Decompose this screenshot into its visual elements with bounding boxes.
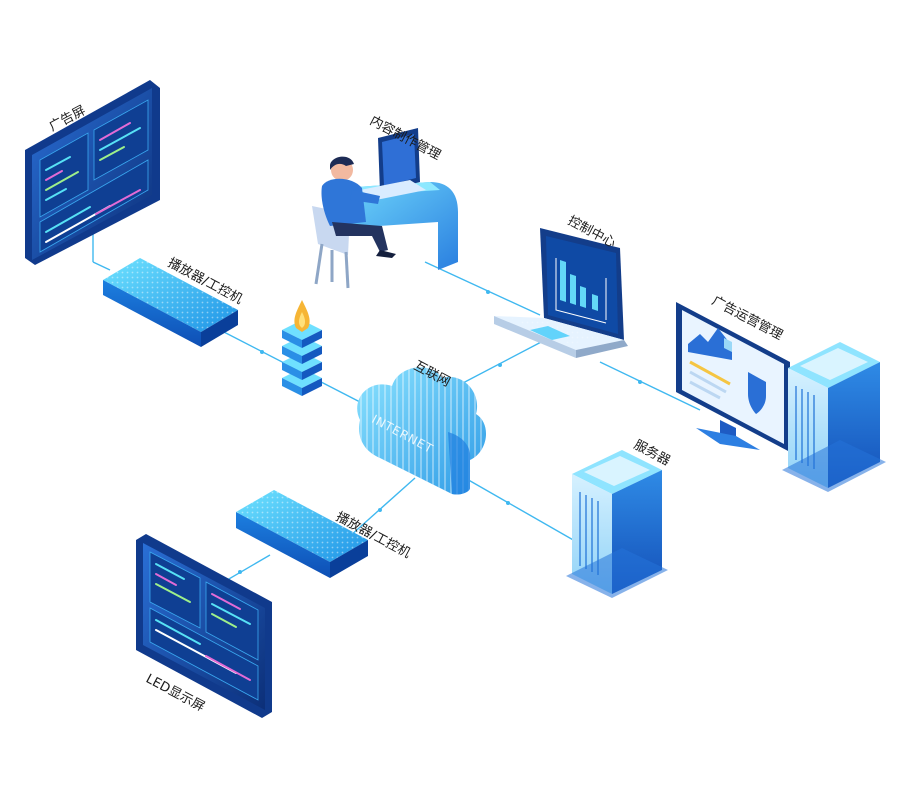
arrow-dot bbox=[378, 508, 382, 512]
arrow-dot bbox=[238, 570, 242, 574]
link-desk-laptop bbox=[424, 261, 541, 316]
link-adscreen-player-b bbox=[92, 261, 111, 271]
monitor-icon bbox=[676, 302, 790, 452]
laptop-icon bbox=[494, 228, 628, 358]
player-icon bbox=[236, 490, 368, 578]
link-laptop-monitor bbox=[599, 361, 701, 411]
ad-screen-icon bbox=[25, 80, 160, 265]
person-at-desk-icon bbox=[312, 128, 458, 289]
arrow-dot bbox=[498, 363, 502, 367]
arrow-dot bbox=[506, 501, 510, 505]
server-tower-icon bbox=[782, 342, 886, 492]
cloud-icon bbox=[357, 367, 487, 495]
arrow-dot bbox=[638, 380, 642, 384]
led-screen-icon bbox=[136, 534, 272, 718]
line-arrows bbox=[238, 290, 642, 574]
player-icon bbox=[103, 258, 238, 347]
server-tower-icon bbox=[566, 450, 668, 598]
arrow-dot bbox=[260, 350, 264, 354]
link-cloud-server bbox=[464, 477, 583, 546]
arrow-dot bbox=[486, 290, 490, 294]
firewall-icon bbox=[282, 300, 322, 396]
